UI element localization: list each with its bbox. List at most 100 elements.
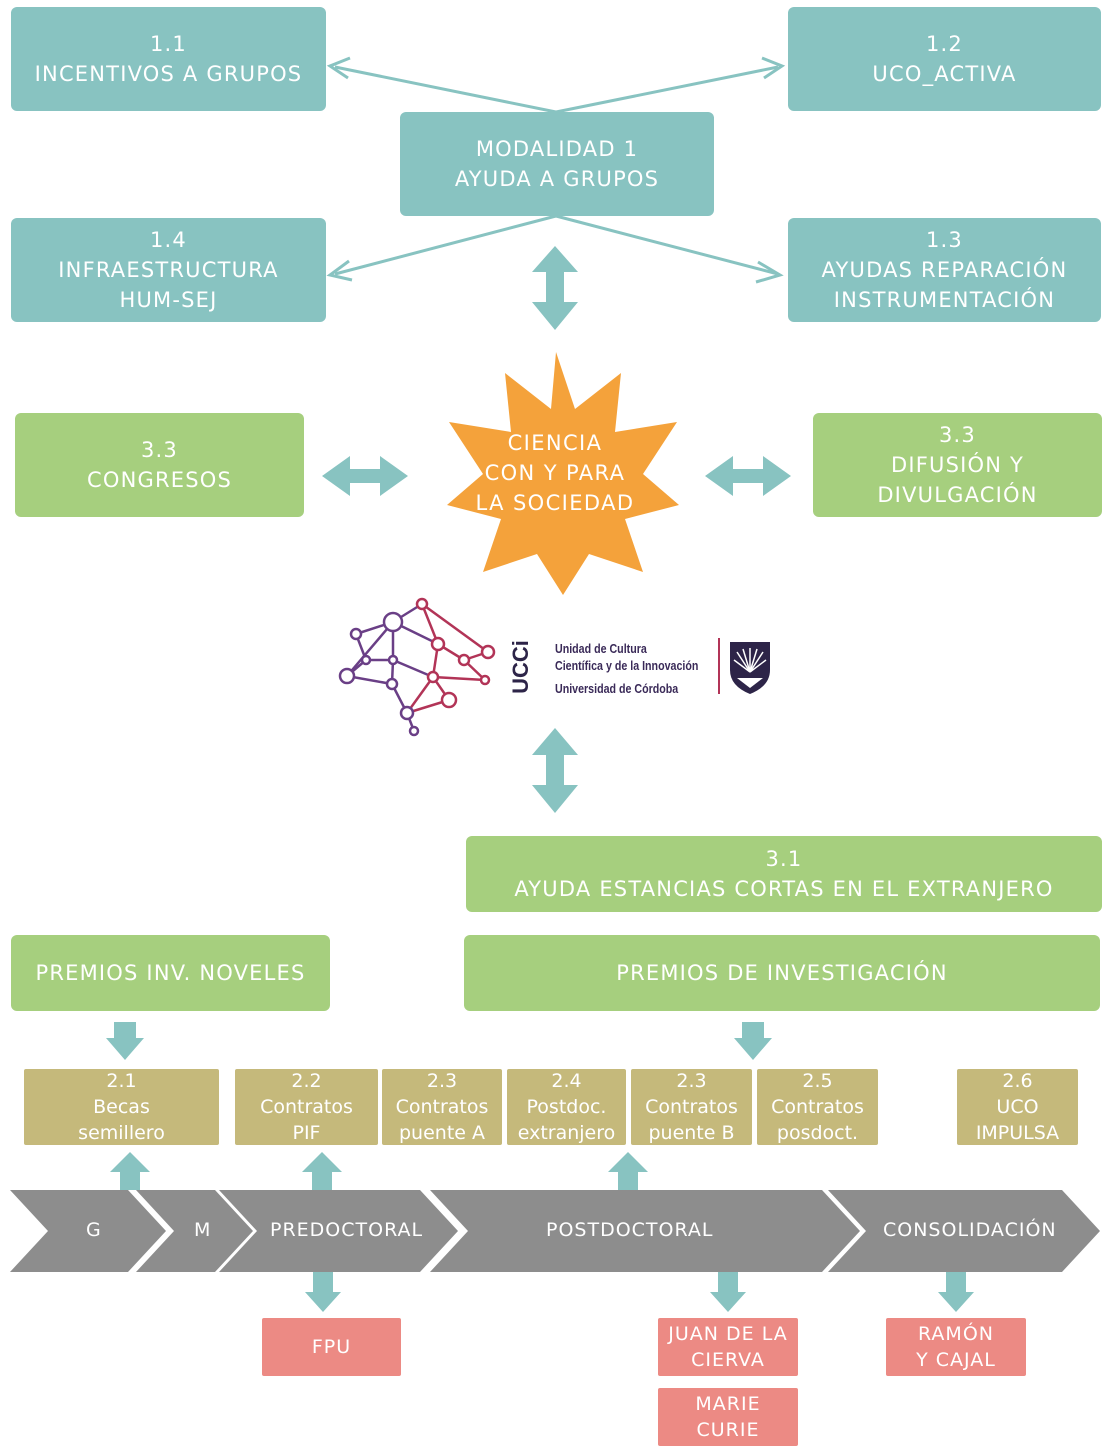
box-2-2-number: 2.2 [291,1070,322,1092]
box-2-3a-line1: Contratos [395,1096,489,1118]
double-arrow-middle [532,728,578,813]
ucci-acronym: UCCi [508,641,533,693]
box-2-5-line1: Contratos [771,1096,864,1118]
box-2-6-line1: UCO [996,1096,1039,1118]
box-estancias: 3.1 AYUDA ESTANCIAS CORTAS EN EL EXTRANJ… [466,836,1102,912]
box-2-3b-line2: puente B [648,1122,735,1144]
estancias-number: 3.1 [765,847,803,871]
jdlc-line1: JUAN DE LA [668,1323,788,1345]
box-1-3-line1: AYUDAS REPARACIÓN [821,258,1068,282]
university-shield-icon [730,642,770,694]
box-1-2-label: UCO_ACTIVA [872,62,1017,86]
box-2-3b-number: 2.3 [676,1070,707,1092]
box-2-5-line2: posdoct. [776,1122,859,1144]
box-1-2: 1.2 UCO_ACTIVA [788,7,1101,111]
ucci-logo: UCCi [508,641,533,693]
box-2-3a-number: 2.3 [426,1070,458,1092]
box-1-4-number: 1.4 [150,228,187,252]
modalidad-line1: MODALIDAD 1 [475,137,639,161]
box-2-4-line2: extranjero [517,1122,616,1144]
box-premios-noveles: PREMIOS INV. NOVELES [11,935,330,1011]
box-fpu: FPU [262,1318,401,1376]
difusion-number: 3.3 [939,423,976,447]
box-2-2-line1: Contratos [260,1096,353,1118]
double-arrow-right [705,456,791,496]
double-arrow-top [532,246,578,330]
stage-predoctoral: PREDOCTORAL [270,1219,424,1241]
box-2-1-number: 2.1 [106,1070,137,1092]
box-2-3b: 2.3 Contratos puente B [631,1069,752,1145]
box-2-6-line2: IMPULSA [975,1122,1060,1144]
premios-investigacion-label: PREMIOS DE INVESTIGACIÓN [616,961,948,985]
box-2-3a: 2.3 Contratos puente A [382,1069,502,1145]
arrow-up-22 [302,1152,342,1190]
mc-line2: CURIE [696,1419,760,1441]
center-line1: CIENCIA [507,431,603,455]
box-1-1: 1.1 INCENTIVOS A GRUPOS [11,7,326,111]
stage-g: G [86,1219,102,1241]
box-2-3b-line1: Contratos [645,1096,738,1118]
box-difusion: 3.3 DIFUSIÓN Y DIVULGACIÓN [813,413,1102,517]
modalidad-line2: AYUDA A GRUPOS [454,167,660,191]
box-modalidad-1: MODALIDAD 1 AYUDA A GRUPOS [400,112,714,216]
stage-m: M [194,1219,212,1241]
box-2-4: 2.4 Postdoc. extranjero [507,1069,626,1145]
box-1-3-number: 1.3 [926,228,963,252]
arrow-down-premios [734,1022,772,1060]
box-1-1-number: 1.1 [150,32,187,56]
arrow-up-24 [608,1152,648,1190]
premios-noveles-label: PREMIOS INV. NOVELES [35,961,306,985]
fpu-label: FPU [311,1336,352,1358]
box-2-2: 2.2 Contratos PIF [235,1069,378,1145]
network-logo-icon [338,597,496,737]
estancias-label: AYUDA ESTANCIAS CORTAS EN EL EXTRANJERO [514,877,1054,901]
box-2-1: 2.1 Becas semillero [24,1069,219,1145]
logo-line3: Universidad de Córdoba [555,681,679,696]
box-2-1-line1: Becas [93,1096,150,1118]
box-2-2-line2: PIF [292,1122,321,1144]
box-congresos: 3.3 CONGRESOS [15,413,304,517]
box-2-4-number: 2.4 [551,1070,582,1092]
center-line3: LA SOCIEDAD [475,491,635,515]
stage-consolidacion: CONSOLIDACIÓN [883,1219,1057,1241]
ryc-line1: RAMÓN [918,1323,994,1345]
box-1-4-line2: HUM-SEJ [119,288,218,312]
center-star [447,352,679,595]
logo-text: Unidad de Cultura Científica y de la Inn… [555,640,698,697]
congresos-label: CONGRESOS [86,468,233,492]
box-1-4: 1.4 INFRAESTRUCTURA HUM-SEJ [11,218,326,322]
box-1-4-line1: INFRAESTRUCTURA [58,258,279,282]
arrow-down-jdlc [710,1272,746,1312]
box-1-1-label: INCENTIVOS A GRUPOS [34,62,303,86]
ryc-line2: Y CAJAL [916,1349,996,1371]
box-2-5: 2.5 Contratos posdoct. [757,1069,878,1145]
box-premios-investigacion: PREMIOS DE INVESTIGACIÓN [464,935,1100,1011]
box-1-3-line2: INSTRUMENTACIÓN [833,288,1056,312]
box-marie-curie: MARIE CURIE [658,1388,798,1446]
box-juan-de-la-cierva: JUAN DE LA CIERVA [658,1318,798,1376]
center-line2: CON Y PARA [484,461,626,485]
logo-line1: Unidad de Cultura [555,641,647,656]
box-1-2-number: 1.2 [926,32,963,56]
double-arrow-left [322,456,408,496]
connector-lines [326,56,786,284]
difusion-line2: DIVULGACIÓN [877,483,1038,507]
arrow-down-fpu [305,1272,341,1312]
mc-line1: MARIE [695,1393,761,1415]
congresos-number: 3.3 [141,438,178,462]
box-2-3a-line2: puente A [398,1122,485,1144]
logo-line2: Científica y de la Innovación [555,658,699,673]
arrow-down-ryc [938,1272,974,1312]
box-2-1-line2: semillero [78,1122,165,1144]
box-2-6: 2.6 UCO IMPULSA [957,1069,1078,1145]
stage-postdoctoral: POSTDOCTORAL [546,1219,714,1241]
arrow-down-noveles [106,1022,144,1060]
jdlc-line2: CIERVA [691,1349,765,1371]
center-star-label: CIENCIA CON Y PARA LA SOCIEDAD [445,428,665,518]
box-1-3: 1.3 AYUDAS REPARACIÓN INSTRUMENTACIÓN [788,218,1101,322]
arrow-up-21 [110,1152,150,1190]
box-2-6-number: 2.6 [1002,1070,1033,1092]
box-2-4-line1: Postdoc. [526,1096,607,1118]
box-2-5-number: 2.5 [802,1070,833,1092]
